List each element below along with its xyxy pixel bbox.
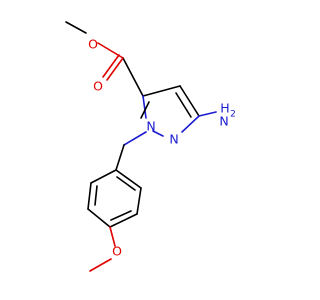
bond-c5-double [140, 101, 150, 119]
bond-ester-methyl [65, 21, 87, 34]
bond-carbonyl-double-b [102, 54, 120, 78]
atom-label-methoxy-o: O [112, 244, 122, 259]
bond-methoxy-o-methyl [89, 258, 112, 272]
atom-labels: O O N N H 2 N O [88, 37, 236, 259]
bond-c3-n2 [181, 115, 200, 133]
bond-ring-2 [136, 187, 142, 215]
bond-n1-c5 [142, 95, 147, 119]
bond-ring-6 [90, 169, 117, 184]
bond-c3-amino [198, 111, 217, 117]
bond-c4-c3 [179, 85, 200, 117]
bond-ring-double-3 [94, 185, 98, 206]
molecule-drawing: O O N N H 2 N O [65, 21, 236, 272]
bond-ring-methoxy-o [109, 226, 116, 247]
atom-label-amino-h: H [220, 101, 229, 116]
atom-label-amino-h-count: 2 [230, 110, 236, 120]
atom-label-ester-o: O [88, 37, 98, 52]
bond-ring-double-1 [116, 176, 136, 191]
bond-n2-n1 [152, 130, 164, 137]
bond-ring-3 [109, 213, 138, 228]
atom-label-amino-n: N [219, 114, 228, 129]
atom-label-n1: N [146, 119, 155, 134]
structure-canvas: O O N N H 2 N O [65, 21, 236, 272]
bond-ch2-ipso [115, 144, 125, 171]
bond-n1-ch2 [123, 131, 147, 146]
bond-ring-4 [87, 208, 111, 228]
bonds [65, 21, 217, 272]
amino-group-label: H 2 N [219, 101, 236, 129]
bond-ring-double-2 [110, 210, 132, 221]
bond-c4-c3-double [175, 92, 192, 118]
bond-carbonyl-double-a [106, 57, 124, 81]
bond-carbonyl-c5 [122, 57, 144, 97]
bond-c5-c4 [142, 85, 181, 97]
atom-label-n2: N [169, 132, 178, 147]
atom-label-carbonyl-o: O [93, 79, 103, 94]
bond-ring-5 [87, 182, 92, 210]
bond-ring-1 [115, 169, 142, 189]
